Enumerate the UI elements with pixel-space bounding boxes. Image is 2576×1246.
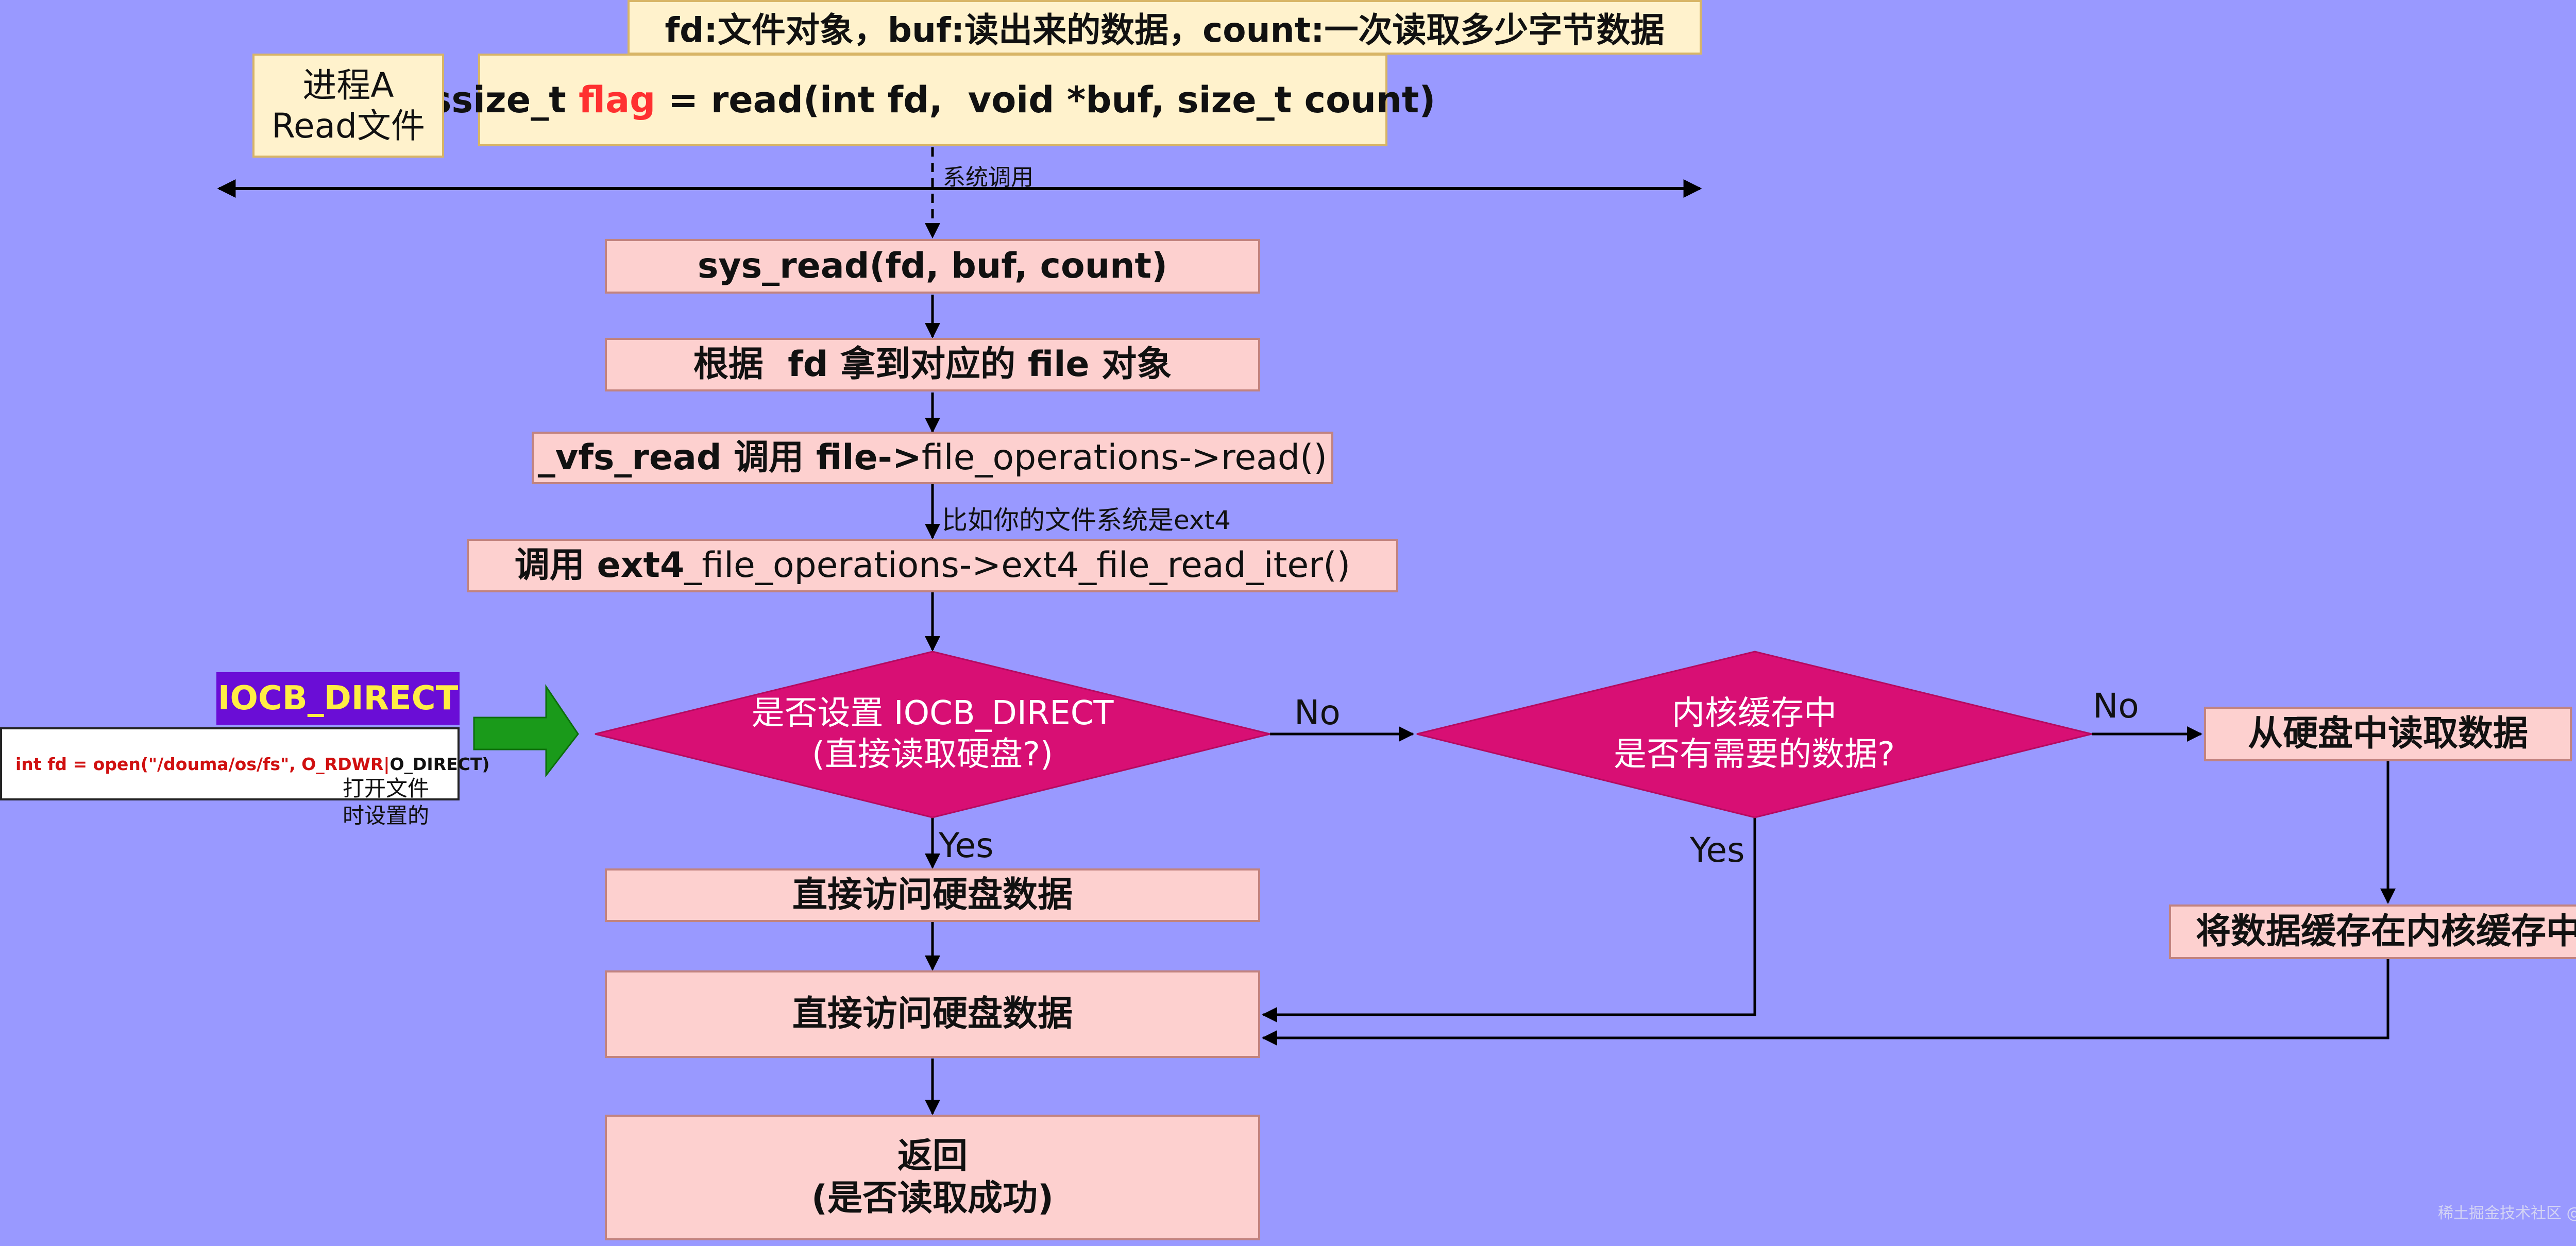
ext4-bold: 调用 ext4 — [514, 545, 685, 586]
decision-iocb-line1: 是否设置 IOCB_DIRECT — [751, 694, 1114, 732]
call-flag: flag — [579, 79, 656, 121]
decision-cache-line1: 内核缓存中 — [1672, 694, 1837, 732]
branch-yes-iocb: Yes — [939, 826, 994, 865]
branch-no-iocb: No — [1294, 693, 1341, 732]
step-read-from-disk: 从硬盘中读取数据 — [2204, 707, 2572, 761]
syscall-label: 系统调用 — [943, 164, 1033, 191]
green-arrow-icon — [473, 684, 579, 778]
open-note-line1: 打开文件 — [343, 776, 430, 801]
watermark: 稀土掘金技术社区 @ 猿码主子 — [2438, 1204, 2576, 1222]
open-code-dark: O_DIRECT) — [389, 754, 490, 774]
step-get-file: 根据 fd 拿到对应的 file 对象 — [605, 338, 1260, 391]
ext4-hint: 比如你的文件系统是ext4 — [942, 505, 1231, 535]
param-note: fd:文件对象，buf:读出来的数据，count:一次读取多少字节数据 — [628, 0, 1702, 55]
step-sys-read: sys_read(fd, buf, count) — [605, 239, 1260, 294]
vfs-read-rest: file_operations->read() — [921, 437, 1328, 479]
return-line1: 返回 — [897, 1136, 968, 1177]
arrow-cache-yes — [1262, 818, 1756, 1022]
step-direct-access-2: 直接访问硬盘数据 — [605, 970, 1260, 1058]
vfs-read-bold: _vfs_read 调用 file-> — [537, 437, 922, 479]
decision-iocb-line2: (直接读取硬盘?) — [812, 736, 1053, 774]
branch-no-cache: No — [2093, 686, 2139, 726]
read-call-signature: ssize_t flag = read(int fd, void *buf, s… — [430, 54, 1435, 146]
process-a-line2: Read文件 — [272, 106, 425, 146]
step-ext4-read-iter: 调用 ext4_file_operations->ext4_file_read_… — [467, 539, 1398, 592]
return-line2: (是否读取成功) — [811, 1178, 1054, 1219]
process-a-box: 进程A Read文件 — [252, 54, 444, 158]
call-rest: = read(int fd, void *buf, size_t count) — [655, 79, 1436, 121]
open-code-box: int fd = open("/douma/os/fs", O_RDWR|O_D… — [0, 727, 489, 800]
decision-cache-shape — [1416, 651, 2092, 818]
step-return: 返回 (是否读取成功) — [605, 1115, 1260, 1240]
open-code-red: int fd = open("/douma/os/fs", O_RDWR| — [15, 754, 390, 774]
iocb-direct-tag: IOCB_DIRECT — [216, 672, 460, 725]
step-vfs-read: _vfs_read 调用 file->file_operations->read… — [532, 432, 1333, 484]
ext4-rest: _file_operations->ext4_file_read_iter() — [684, 545, 1351, 586]
arrow-cachedata-to-direct2 — [1262, 959, 2389, 1046]
process-a-line1: 进程A — [302, 65, 394, 105]
call-prefix: ssize_t — [430, 79, 579, 121]
step-direct-access-1: 直接访问硬盘数据 — [605, 868, 1260, 922]
decision-iocb-direct: 是否设置 IOCB_DIRECT (直接读取硬盘?) — [647, 664, 1218, 804]
decision-cache-line2: 是否有需要的数据? — [1614, 736, 1895, 774]
branch-yes-cache: Yes — [1690, 830, 1745, 870]
open-note-line2: 时设置的 — [343, 803, 430, 828]
decision-iocb-shape — [595, 651, 1270, 818]
step-cache-data: 将数据缓存在内核缓存中 — [2169, 904, 2576, 959]
decision-kernel-cache: 内核缓存中 是否有需要的数据? — [1468, 664, 2040, 804]
